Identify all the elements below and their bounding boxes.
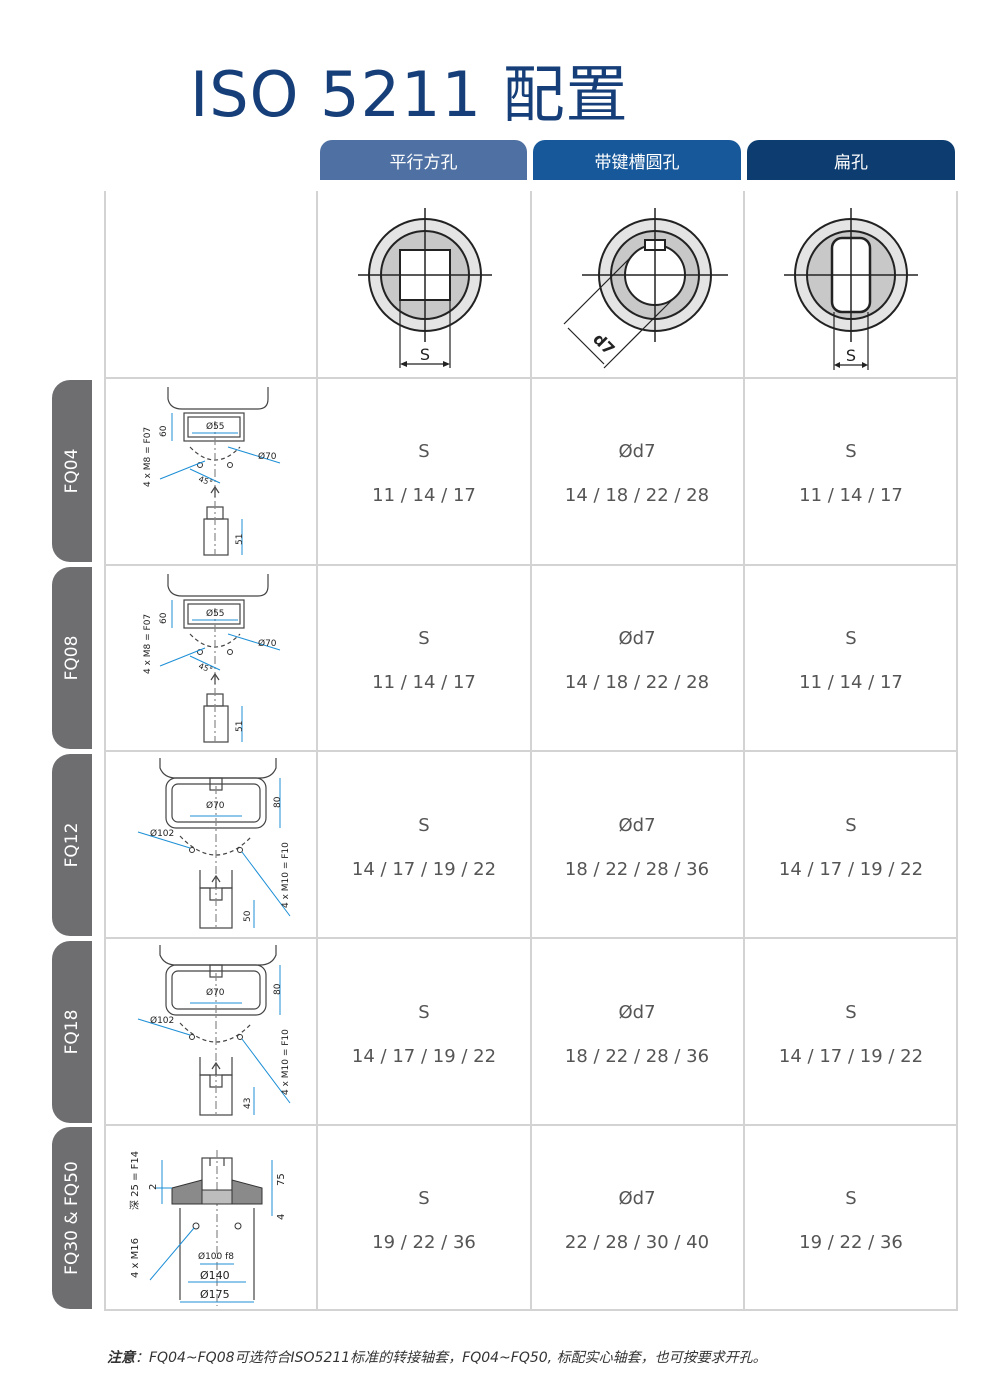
grid-line (104, 937, 958, 939)
fq08-mount-drawing: Ø55 Ø70 60 4 x M8 = F07 45° 51 (143, 574, 281, 743)
svg-text:Ø55: Ø55 (206, 608, 225, 619)
row-label-fq04: FQ04 (52, 380, 92, 562)
grid-line (104, 377, 958, 379)
dimension-label-s: S (420, 345, 430, 364)
tab-keyway-round-hole: 带键槽圆孔 (533, 140, 741, 180)
grid-line (104, 564, 958, 566)
svg-text:45°: 45° (197, 661, 213, 674)
svg-text:51: 51 (235, 534, 245, 545)
svg-text:4 x M10 = F10: 4 x M10 = F10 (281, 842, 291, 908)
fq18-mount-drawing: Ø70 Ø102 80 4 x M10 = F10 43 (137, 945, 291, 1116)
fq30-fq50-mount-drawing: 深 25 = F14 2 75 4 4 x M16 Ø100 f8 Ø140 Ø… (129, 1150, 287, 1306)
svg-text:4 x M10 = F10: 4 x M10 = F10 (281, 1029, 291, 1095)
dimension-label-s: S (846, 346, 856, 365)
svg-text:Ø102: Ø102 (150, 828, 174, 839)
svg-text:Ø70: Ø70 (258, 638, 277, 649)
svg-text:Ø70: Ø70 (258, 451, 277, 462)
flat-hole-diagram: S (784, 208, 918, 370)
row-label-fq12: FQ12 (52, 754, 92, 936)
svg-text:4 x M8 = F07: 4 x M8 = F07 (143, 614, 153, 674)
fq12-mount-drawing: Ø70 Ø102 80 4 x M10 = F10 50 (137, 758, 291, 929)
grid-line (104, 750, 958, 752)
keyway-hole-diagram: d7 (563, 208, 728, 369)
svg-text:Ø55: Ø55 (206, 421, 225, 432)
spec-table (104, 191, 958, 1311)
svg-text:Ø140: Ø140 (200, 1269, 230, 1282)
svg-text:Ø100 f8: Ø100 f8 (198, 1251, 234, 1262)
svg-text:Ø175: Ø175 (200, 1288, 230, 1301)
svg-text:60: 60 (159, 425, 169, 437)
tab-flat-hole: 扁孔 (747, 140, 955, 180)
row-label-fq08: FQ08 (52, 567, 92, 749)
svg-text:51: 51 (235, 721, 245, 732)
svg-text:4: 4 (276, 1214, 287, 1220)
row-label-fq18: FQ18 (52, 941, 92, 1123)
tab-parallel-square-hole: 平行方孔 (320, 140, 527, 180)
svg-text:45°: 45° (197, 474, 213, 487)
svg-text:80: 80 (273, 983, 283, 995)
svg-text:75: 75 (276, 1173, 287, 1186)
fq04-mount-drawing: Ø55 Ø70 60 4 x M8 = F07 45° 51 (143, 387, 281, 556)
svg-text:Ø102: Ø102 (150, 1015, 174, 1026)
svg-text:Ø70: Ø70 (206, 800, 225, 811)
footnote: 注意：FQ04~FQ08可选符合ISO5211标准的转接轴套，FQ04~FQ50… (107, 1350, 767, 1366)
svg-text:60: 60 (159, 612, 169, 624)
svg-text:43: 43 (243, 1098, 253, 1109)
svg-text:2: 2 (148, 1184, 159, 1190)
page-title: ISO 5211 配置 (190, 58, 629, 131)
row-label-fq30-fq50: FQ30 & FQ50 (52, 1127, 92, 1309)
svg-text:80: 80 (273, 796, 283, 808)
grid-line (104, 1124, 958, 1126)
svg-text:Ø70: Ø70 (206, 987, 225, 998)
svg-text:4 x M8 = F07: 4 x M8 = F07 (143, 427, 153, 487)
svg-text:深 25 = F14: 深 25 = F14 (129, 1151, 141, 1210)
grid-line (104, 1309, 958, 1311)
svg-text:50: 50 (243, 910, 253, 922)
svg-text:4 x M16: 4 x M16 (130, 1238, 141, 1278)
square-hole-diagram: S (358, 208, 492, 368)
